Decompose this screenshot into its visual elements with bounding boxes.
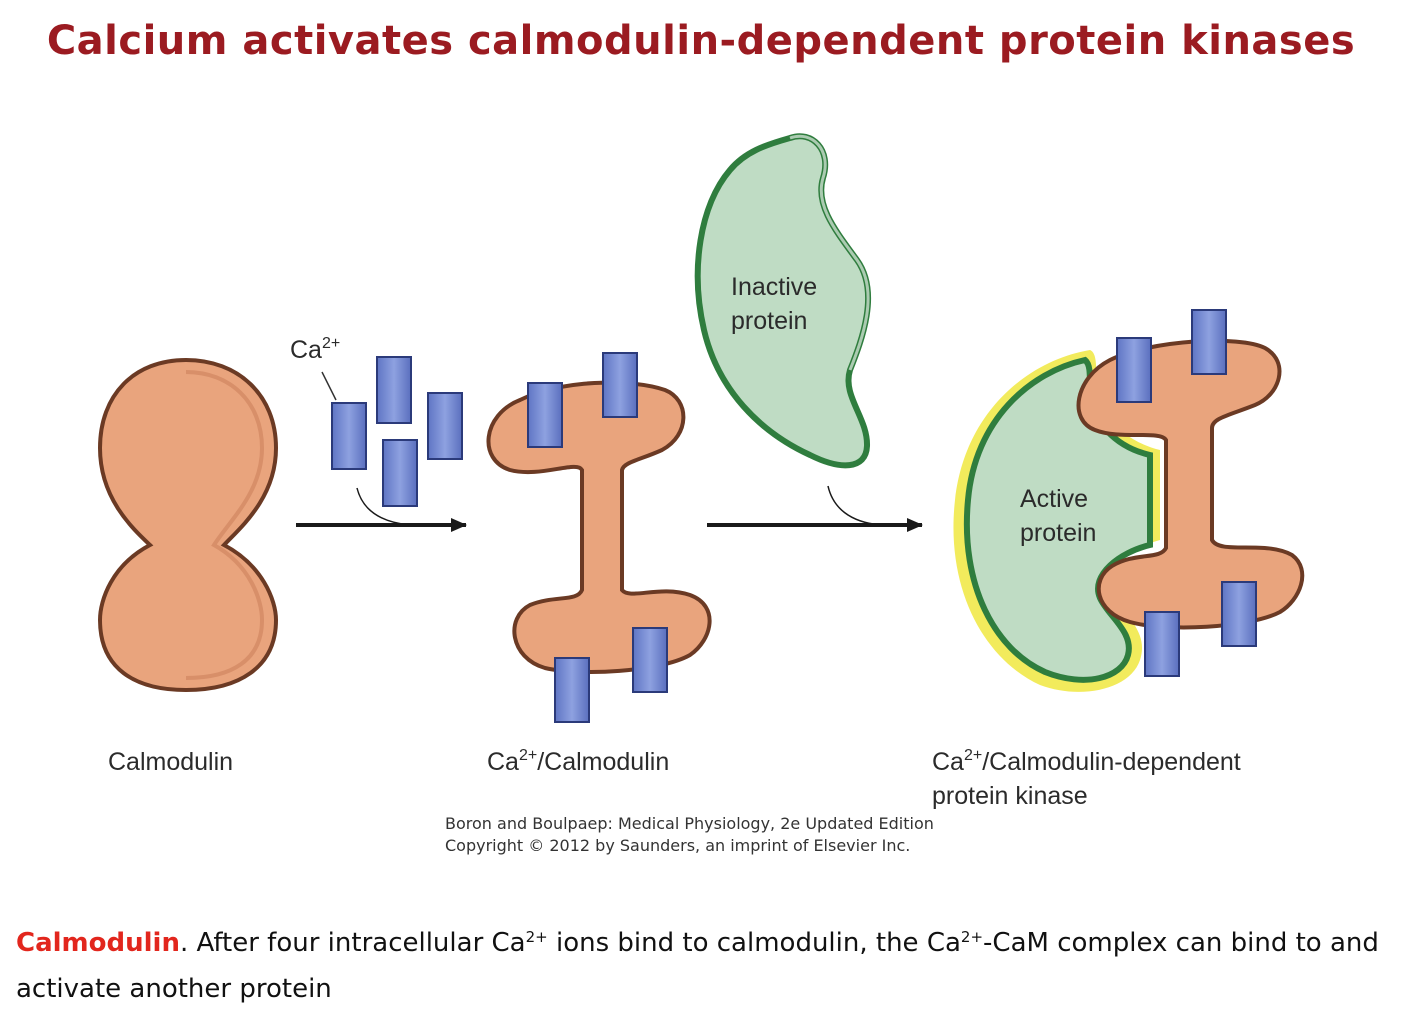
ca-ion-label: Ca2+ — [290, 335, 341, 365]
arrow-bind-calcium — [296, 487, 467, 532]
figure-caption: Calmodulin. After four intracellular Ca2… — [16, 928, 1379, 1004]
active-kinase-complex — [953, 309, 1305, 692]
arrow-activate-protein — [707, 485, 923, 532]
caption-highlight: Calmodulin — [16, 928, 180, 958]
page-title: Calcium activates calmodulin-dependent p… — [46, 18, 1356, 64]
ca-calmodulin-label: Ca2+/Calmodulin — [487, 747, 670, 777]
free-calcium-ions — [321, 356, 463, 507]
active-protein-label: Active protein — [1020, 485, 1097, 547]
credit-line-1: Boron and Boulpaep: Medical Physiology, … — [445, 814, 934, 833]
kinase-label: Ca2+/Calmodulin-dependent protein kinase — [932, 747, 1241, 811]
credit-line-2: Copyright © 2012 by Saunders, an imprint… — [445, 836, 911, 855]
calcium-calmodulin-complex — [486, 352, 712, 723]
calmodulin-shape — [97, 357, 279, 693]
calmodulin-label: Calmodulin — [108, 748, 234, 776]
inactive-protein-shape — [694, 133, 872, 469]
figure-credit: Boron and Boulpaep: Medical Physiology, … — [445, 813, 934, 857]
inactive-protein-label: Inactive protein — [731, 273, 818, 335]
